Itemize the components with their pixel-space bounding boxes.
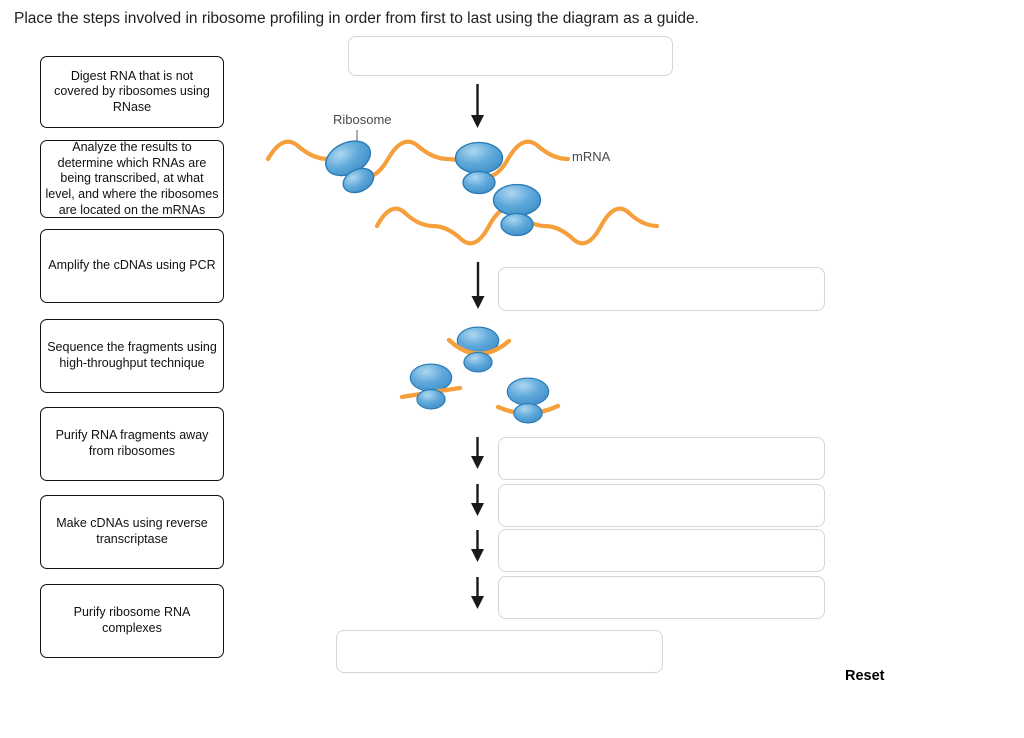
flow-arrow-1 (471, 84, 484, 128)
page-title: Place the steps involved in ribosome pro… (14, 10, 699, 27)
step-card-label: Amplify the cDNAs using PCR (48, 258, 216, 273)
step-card-label: Purify ribosome RNA complexes (73, 605, 191, 635)
drop-slot-3[interactable] (498, 437, 825, 480)
ribosome (492, 183, 542, 237)
step-card-make-cdna[interactable]: Make cDNAs using reverse transcriptase (40, 495, 224, 569)
drop-slot-6[interactable] (498, 576, 825, 619)
step-card-sequence[interactable]: Sequence the fragments using high-throug… (40, 319, 224, 393)
drop-slot-1[interactable] (348, 36, 673, 76)
step-card-purify-fragments[interactable]: Purify RNA fragments away from ribosomes (40, 407, 224, 481)
flow-arrow-5 (471, 530, 484, 562)
mrna-fragment (446, 337, 512, 356)
step-card-label: Make cDNAs using reverse transcriptase (56, 516, 208, 546)
ribosome-label: Ribosome (333, 112, 392, 127)
flow-arrow-3 (471, 437, 484, 469)
reset-button[interactable]: Reset (845, 668, 885, 684)
mrna-strand-1 (265, 139, 571, 179)
flow-arrow-2 (471, 262, 485, 309)
ribosome (319, 133, 379, 198)
mrna-label: mRNA (572, 149, 611, 164)
flow-arrow-6 (471, 577, 484, 609)
mrna-fragment (495, 403, 561, 416)
ribosome-with-fragment (446, 326, 512, 373)
step-card-amplify[interactable]: Amplify the cDNAs using PCR (40, 229, 224, 303)
drop-slot-2[interactable] (498, 267, 825, 311)
drop-slot-5[interactable] (498, 529, 825, 572)
ribosome-with-fragment (399, 363, 463, 410)
step-card-digest[interactable]: Digest RNA that is not covered by riboso… (40, 56, 224, 128)
mrna-fragment (399, 385, 463, 400)
step-card-label: Analyze the results to determine which R… (45, 139, 219, 217)
step-card-label: Purify RNA fragments away from ribosomes (55, 428, 209, 458)
ribosome-with-fragment (495, 377, 561, 424)
drop-slot-7[interactable] (336, 630, 663, 673)
step-card-purify-complexes[interactable]: Purify ribosome RNA complexes (40, 584, 224, 658)
flow-arrow-4 (471, 484, 484, 516)
step-card-label: Sequence the fragments using high-throug… (47, 340, 217, 370)
step-card-analyze[interactable]: Analyze the results to determine which R… (40, 140, 224, 218)
ribosome (454, 141, 504, 195)
step-card-label: Digest RNA that is not covered by riboso… (54, 68, 210, 114)
mrna-strand-2 (374, 206, 660, 246)
drop-slot-4[interactable] (498, 484, 825, 527)
